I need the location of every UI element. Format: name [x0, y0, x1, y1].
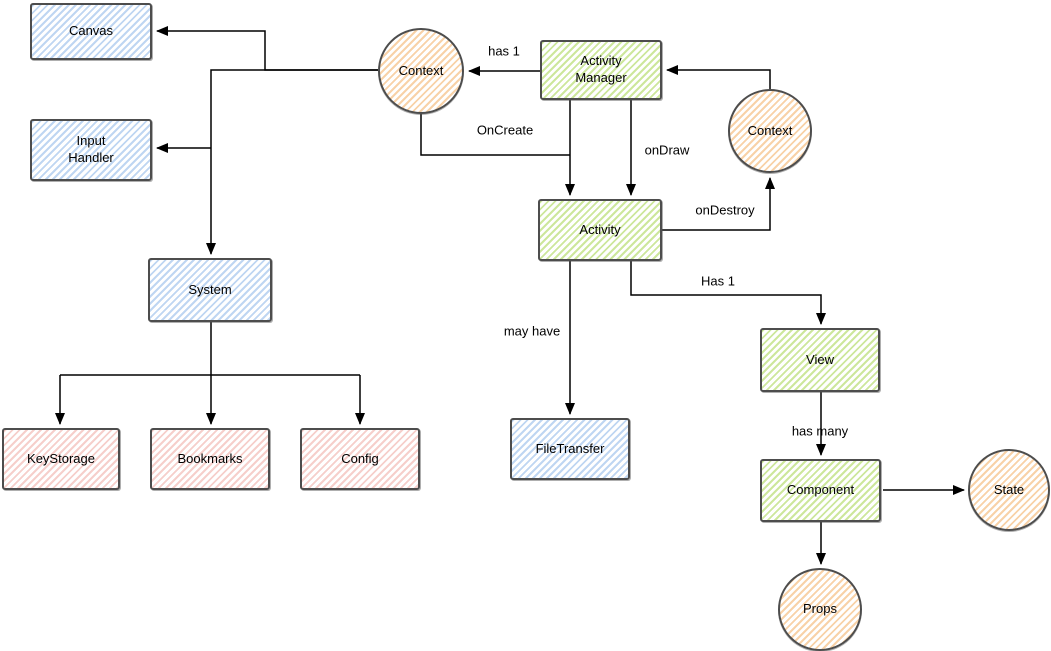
node-keystorage-label: KeyStorage [27, 450, 95, 466]
edge-label-oncreate: OnCreate [476, 122, 534, 138]
edge-context-oncreate[interactable] [420, 114, 570, 156]
node-component[interactable]: Component [760, 459, 881, 522]
edge-contextright-activitymanager[interactable] [666, 65, 771, 89]
node-context-left-label: Context [398, 62, 444, 78]
node-component-label: Component [786, 482, 855, 498]
edge-label-has1: has 1 [488, 43, 520, 59]
node-input-handler-label: Input Handler [68, 133, 114, 165]
edge-label-hasmany: has many [791, 423, 849, 439]
node-system-label: System [188, 281, 232, 297]
node-config[interactable]: Config [300, 428, 420, 490]
node-filetransfer[interactable]: FileTransfer [510, 418, 630, 480]
edge-label-ondraw: onDraw [644, 142, 690, 158]
node-activity[interactable]: Activity [538, 199, 662, 261]
node-context-right[interactable]: Context [728, 89, 812, 173]
node-filetransfer-label: FileTransfer [535, 440, 605, 456]
node-state[interactable]: State [968, 449, 1050, 531]
node-context-right-label: Context [747, 122, 793, 138]
edge-label-ondestroy: onDestroy [695, 202, 755, 218]
node-state-label: State [993, 481, 1025, 497]
node-context-left[interactable]: Context [378, 28, 464, 114]
edge-activity-view-has1[interactable] [630, 261, 826, 325]
edge-label-mayhave: may have [503, 323, 561, 339]
node-props-label: Props [803, 601, 837, 617]
edge-label-has1-view: Has 1 [701, 273, 735, 289]
node-canvas-label: Canvas [68, 23, 114, 39]
node-canvas[interactable]: Canvas [30, 3, 152, 60]
node-input-handler[interactable]: Input Handler [30, 119, 152, 181]
node-bookmarks[interactable]: Bookmarks [150, 428, 270, 490]
node-activity-manager[interactable]: Activity Manager [540, 40, 662, 100]
node-bookmarks-label: Bookmarks [177, 450, 243, 466]
node-config-label: Config [341, 450, 379, 466]
node-activity-manager-label: Activity Manager [575, 53, 627, 85]
node-system[interactable]: System [148, 258, 272, 322]
edge-context-canvas[interactable] [156, 26, 378, 71]
node-keystorage[interactable]: KeyStorage [2, 428, 120, 490]
node-activity-label: Activity [579, 221, 621, 237]
edge-activity-contextright-ondestroy[interactable] [662, 177, 775, 231]
node-view-label: View [806, 351, 834, 367]
edge-context-system[interactable] [206, 69, 378, 255]
node-view[interactable]: View [760, 328, 880, 392]
node-props[interactable]: Props [778, 568, 862, 651]
